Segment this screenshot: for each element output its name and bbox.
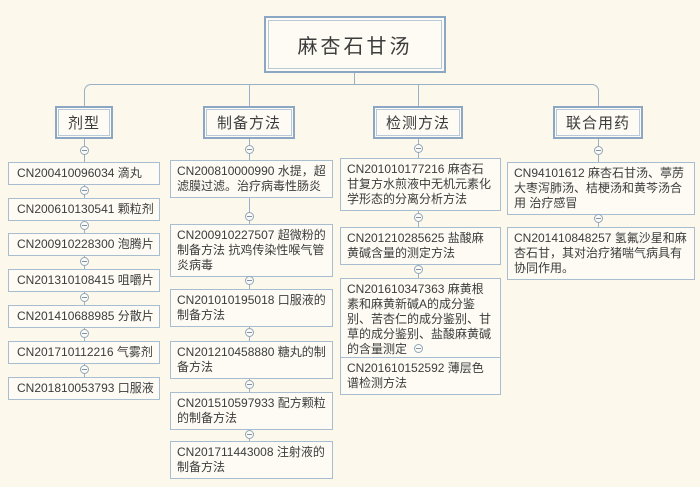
minus-icon bbox=[82, 225, 87, 226]
connector-branch3-stub bbox=[418, 84, 419, 106]
patent-node[interactable]: CN201010195018 口服液的制备方法 bbox=[170, 289, 333, 327]
collapse-toggle-icon[interactable] bbox=[594, 214, 603, 223]
patent-node[interactable]: CN200410096034 滴丸 bbox=[8, 162, 160, 185]
minus-icon bbox=[416, 217, 421, 218]
minus-icon bbox=[416, 348, 421, 349]
minus-icon bbox=[247, 384, 252, 385]
collapse-toggle-icon[interactable] bbox=[594, 146, 603, 155]
patent-node[interactable]: CN200810000990 水提，超滤膜过滤。治疗病毒性肠炎 bbox=[170, 160, 333, 198]
patent-node[interactable]: CN201610152592 薄层色谱检测方法 bbox=[340, 357, 501, 395]
collapse-toggle-icon[interactable] bbox=[80, 257, 89, 266]
minus-icon bbox=[416, 148, 421, 149]
patent-node[interactable]: CN201210458880 糖丸的制备方法 bbox=[170, 341, 333, 379]
patent-node[interactable]: CN201310108415 咀嚼片 bbox=[8, 269, 160, 292]
connector-branch-rail bbox=[84, 84, 599, 106]
collapse-toggle-icon[interactable] bbox=[245, 276, 254, 285]
collapse-toggle-icon[interactable] bbox=[80, 329, 89, 338]
minus-icon bbox=[82, 261, 87, 262]
branch-preparation-method[interactable]: 制备方法 bbox=[203, 106, 295, 139]
patent-node[interactable]: CN200910227507 超微粉的制备方法 抗鸡传染性喉气管炎病毒 bbox=[170, 224, 333, 277]
minus-icon bbox=[82, 333, 87, 334]
patent-node[interactable]: CN200910228300 泡腾片 bbox=[8, 233, 160, 256]
branch-label: 制备方法 bbox=[206, 109, 292, 136]
collapse-toggle-icon[interactable] bbox=[245, 430, 254, 439]
patent-node[interactable]: CN201010177216 麻杏石甘复方水煎液中无机元素化学形态的分离分析方法 bbox=[340, 158, 501, 211]
collapse-toggle-icon[interactable] bbox=[245, 328, 254, 337]
patent-node[interactable]: CN94101612 麻杏石甘汤、葶苈大枣泻肺汤、桔梗汤和黄芩汤合用 治疗感冒 bbox=[507, 162, 695, 215]
collapse-toggle-icon[interactable] bbox=[414, 344, 423, 353]
minus-icon bbox=[247, 216, 252, 217]
collapse-toggle-icon[interactable] bbox=[414, 265, 423, 274]
collapse-toggle-icon[interactable] bbox=[414, 144, 423, 153]
minus-icon bbox=[82, 190, 87, 191]
collapse-toggle-icon[interactable] bbox=[80, 365, 89, 374]
connector-branch2-stub bbox=[249, 84, 250, 106]
patent-node[interactable]: CN201410848257 氢氟沙星和麻杏石甘，其对治疗猪喘气病具有协同作用。 bbox=[507, 227, 695, 280]
minus-icon bbox=[247, 434, 252, 435]
minus-icon bbox=[247, 332, 252, 333]
branch-label: 剂型 bbox=[58, 109, 110, 136]
collapse-toggle-icon[interactable] bbox=[80, 221, 89, 230]
collapse-toggle-icon[interactable] bbox=[80, 146, 89, 155]
branch-combined-medication[interactable]: 联合用药 bbox=[553, 106, 643, 139]
branch-label: 检测方法 bbox=[376, 109, 460, 136]
branch-label: 联合用药 bbox=[556, 109, 640, 136]
collapse-toggle-icon[interactable] bbox=[245, 212, 254, 221]
patent-node[interactable]: CN200610130541 颗粒剂 bbox=[8, 198, 160, 221]
collapse-toggle-icon[interactable] bbox=[245, 380, 254, 389]
root-node[interactable]: 麻杏石甘汤 bbox=[264, 16, 446, 73]
branch-dosage-form[interactable]: 剂型 bbox=[55, 106, 113, 139]
collapse-toggle-icon[interactable] bbox=[245, 145, 254, 154]
root-node-label: 麻杏石甘汤 bbox=[268, 20, 442, 69]
collapse-toggle-icon[interactable] bbox=[80, 186, 89, 195]
patent-node[interactable]: CN201510597933 配方颗粒的制备方法 bbox=[170, 392, 333, 430]
minus-icon bbox=[247, 280, 252, 281]
patent-node[interactable]: CN201210285625 盐酸麻黄碱含量的测定方法 bbox=[340, 227, 501, 265]
connector-root-stub bbox=[354, 73, 355, 84]
minus-icon bbox=[82, 150, 87, 151]
minus-icon bbox=[416, 269, 421, 270]
minus-icon bbox=[596, 218, 601, 219]
patent-node[interactable]: CN201710112216 气雾剂 bbox=[8, 341, 160, 364]
collapse-toggle-icon[interactable] bbox=[80, 293, 89, 302]
minus-icon bbox=[82, 297, 87, 298]
minus-icon bbox=[247, 149, 252, 150]
patent-node[interactable]: CN201410688985 分散片 bbox=[8, 305, 160, 328]
collapse-toggle-icon[interactable] bbox=[414, 213, 423, 222]
minus-icon bbox=[596, 150, 601, 151]
patent-node[interactable]: CN201810053793 口服液 bbox=[8, 377, 160, 400]
patent-node[interactable]: CN201711443008 注射液的制备方法 bbox=[170, 441, 333, 479]
minus-icon bbox=[82, 369, 87, 370]
branch-detection-method[interactable]: 检测方法 bbox=[373, 106, 463, 139]
